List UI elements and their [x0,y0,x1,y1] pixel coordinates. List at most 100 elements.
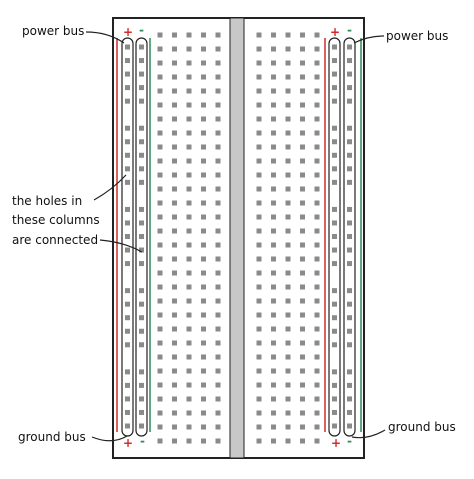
terminal-hole-left [186,424,192,430]
terminal-hole-right [256,438,262,444]
rail-hole-left-power [125,382,130,388]
terminal-hole-right [271,228,276,234]
terminal-hole-right [256,172,262,178]
rail-hole-right-power [332,423,337,429]
terminal-hole-left [215,228,221,234]
terminal-hole-left [186,368,192,374]
terminal-hole-right [285,88,291,94]
terminal-hole-left [157,88,163,94]
terminal-hole-right [285,396,291,402]
terminal-hole-right [285,410,291,416]
terminal-hole-right [314,410,320,416]
terminal-hole-left [186,214,192,220]
right-bottom-plus-sign: + [331,436,341,450]
terminal-hole-right [300,340,305,346]
terminal-hole-left [172,270,177,276]
rail-hole-left-power [125,409,130,415]
terminal-hole-left [186,130,192,136]
terminal-hole-left [172,382,177,388]
terminal-hole-right [256,116,262,122]
terminal-hole-right [271,242,276,248]
terminal-hole-left [186,74,192,80]
terminal-hole-right [285,32,291,38]
terminal-hole-right [300,354,305,360]
terminal-hole-left [201,102,206,108]
rail-hole-right-ground [347,369,352,375]
terminal-hole-right [314,60,320,66]
terminal-hole-right [285,312,291,318]
terminal-hole-right [314,32,320,38]
terminal-hole-left [215,32,221,38]
terminal-hole-left [201,410,206,416]
rail-hole-right-ground [347,71,352,77]
terminal-hole-left [172,256,177,262]
terminal-hole-left [172,74,177,80]
terminal-hole-right [314,326,320,332]
terminal-hole-left [157,144,163,150]
rail-hole-right-ground [347,220,352,226]
terminal-hole-left [157,214,163,220]
rail-hole-right-power [332,301,337,307]
terminal-hole-left [201,158,206,164]
terminal-hole-right [256,312,262,318]
terminal-hole-right [300,410,305,416]
power-bus-left-leader [85,31,125,44]
terminal-hole-left [215,410,221,416]
terminal-hole-left [186,116,192,122]
terminal-hole-left [186,88,192,94]
terminal-hole-left [172,312,177,318]
rail-hole-left-ground [139,342,144,348]
terminal-hole-right [285,200,291,206]
rail-hole-left-ground [139,423,144,429]
terminal-hole-right [271,424,276,430]
terminal-hole-right [271,312,276,318]
terminal-hole-right [271,144,276,150]
terminal-hole-left [157,130,163,136]
terminal-hole-right [285,256,291,262]
terminal-hole-right [300,144,305,150]
terminal-hole-left [172,200,177,206]
terminal-hole-right [285,340,291,346]
terminal-hole-right [271,158,276,164]
terminal-hole-left [157,312,163,318]
rail-hole-left-ground [139,98,144,104]
rail-hole-right-ground [347,247,352,253]
rail-hole-left-ground [139,139,144,145]
terminal-hole-left [186,186,192,192]
terminal-hole-left [215,396,221,402]
terminal-hole-left [186,242,192,248]
terminal-hole-right [271,256,276,262]
terminal-hole-left [186,312,192,318]
terminal-hole-left [157,32,163,38]
terminal-hole-right [271,130,276,136]
rail-hole-right-power [332,234,337,239]
rail-hole-right-power [332,44,337,50]
terminal-hole-right [314,284,320,290]
terminal-hole-left [201,242,206,248]
breadboard-holes [125,32,352,444]
rail-hole-left-power [125,301,130,307]
terminal-hole-left [157,270,163,276]
terminal-hole-left [215,46,221,52]
terminal-hole-left [186,298,192,304]
rail-hole-left-power [125,288,130,294]
terminal-hole-right [271,200,276,206]
terminal-hole-right [271,396,276,402]
terminal-hole-left [215,382,221,388]
terminal-hole-left [215,326,221,332]
terminal-hole-left [157,284,163,290]
terminal-hole-right [314,438,320,444]
terminal-hole-left [186,438,192,444]
terminal-hole-right [300,368,305,374]
rail-hole-left-power [125,152,130,158]
terminal-hole-left [215,298,221,304]
ground-bus-right-label: ground bus [388,420,456,434]
rail-hole-left-ground [139,58,144,64]
terminal-hole-left [172,340,177,346]
terminal-hole-left [201,116,206,122]
terminal-hole-right [285,186,291,192]
terminal-hole-right [271,326,276,332]
rail-hole-left-power [125,328,130,334]
rail-hole-right-ground [347,423,352,429]
